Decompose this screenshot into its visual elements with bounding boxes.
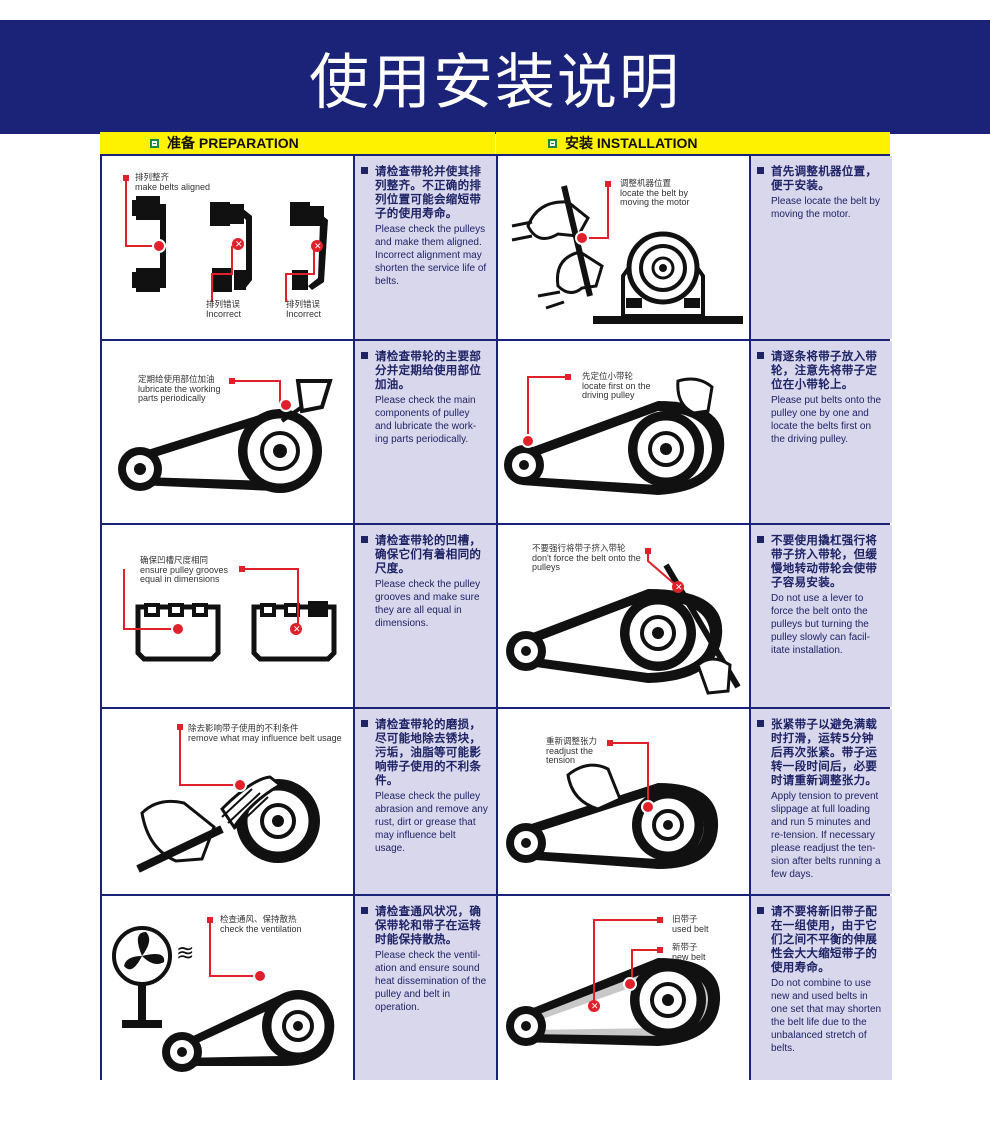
svg-text:≋: ≋ — [176, 941, 194, 966]
prep-step-3-text: 请检查带轮的凹槽，确保它们有着相同的尺度。 Please check the p… — [355, 525, 496, 707]
section-header-preparation: 准备 PREPARATION — [100, 132, 495, 154]
driving-pulley-drawing — [504, 374, 725, 495]
ventilation-drawing: ≋ — [112, 917, 335, 1072]
svg-text:✕: ✕ — [293, 625, 301, 635]
svg-text:✕: ✕ — [235, 240, 243, 250]
no-lever-drawing: ✕ — [506, 548, 741, 695]
page-title: 使用安装说明 — [309, 47, 681, 118]
svg-text:✕: ✕ — [675, 583, 683, 593]
section-title-preparation: 准备 PREPARATION — [167, 135, 299, 151]
inst-step-3-text: 不要使用撬杠强行将带子挤入带轮，但缓慢地转动带轮会使带子容易安装。 Do not… — [751, 525, 892, 707]
section-title-installation: 安装 INSTALLATION — [565, 135, 698, 151]
tension-drawing — [506, 740, 719, 869]
prep-step-4-text: 请检查带轮的磨损，尽可能地除去锈块，污垢，油脂等可能影响带子使用的不利条件。 P… — [355, 709, 496, 894]
inst-step-4-text: 张紧带子以避免满载时打滑，运转5分钟后再次张紧。带子运转一段时间后，必要时请重新… — [751, 709, 892, 894]
prep-step-2-text: 请检查带轮的主要部分并定期给使用部位加油。 Please check the m… — [355, 341, 496, 523]
inst-step-1-text: 首先调整机器位置，便于安装。 Please locate the belt by… — [751, 156, 892, 339]
pulley-grooves-drawing: ✕ — [123, 566, 337, 662]
svg-text:✕: ✕ — [591, 1002, 599, 1012]
prep-step-1-text: 请检查带轮并使其排列整齐。不正确的排列位置可能会缩短带子的使用寿命。 Pleas… — [355, 156, 496, 339]
inst-step-5-text: 请不要将新旧带子配在一组使用，由于它们之间不平衡的伸展性会大大缩短带子的使用寿命… — [751, 896, 892, 1080]
inst-step-2-text: 请逐条将带子放入带轮，注意先将带子定位在小带轮上。 Please put bel… — [751, 341, 892, 523]
title-banner: 使用安装说明 — [0, 20, 990, 134]
remove-rust-drawing — [136, 724, 320, 873]
prep-step-5-text: 请检查通风状况，确保带轮和带子在运转时能保持散热。 Please check t… — [355, 896, 496, 1080]
checkbox-square-icon — [150, 138, 159, 148]
pulley-alignment-drawing: ✕ ✕ — [123, 175, 328, 302]
checkbox-square-icon — [548, 138, 557, 148]
svg-text:✕: ✕ — [314, 242, 322, 252]
new-used-belts-drawing: ✕ — [506, 917, 721, 1046]
lubricate-drawing — [118, 378, 333, 493]
motor-adjust-drawing — [511, 181, 743, 324]
section-header-installation: 安装 INSTALLATION — [496, 132, 890, 154]
